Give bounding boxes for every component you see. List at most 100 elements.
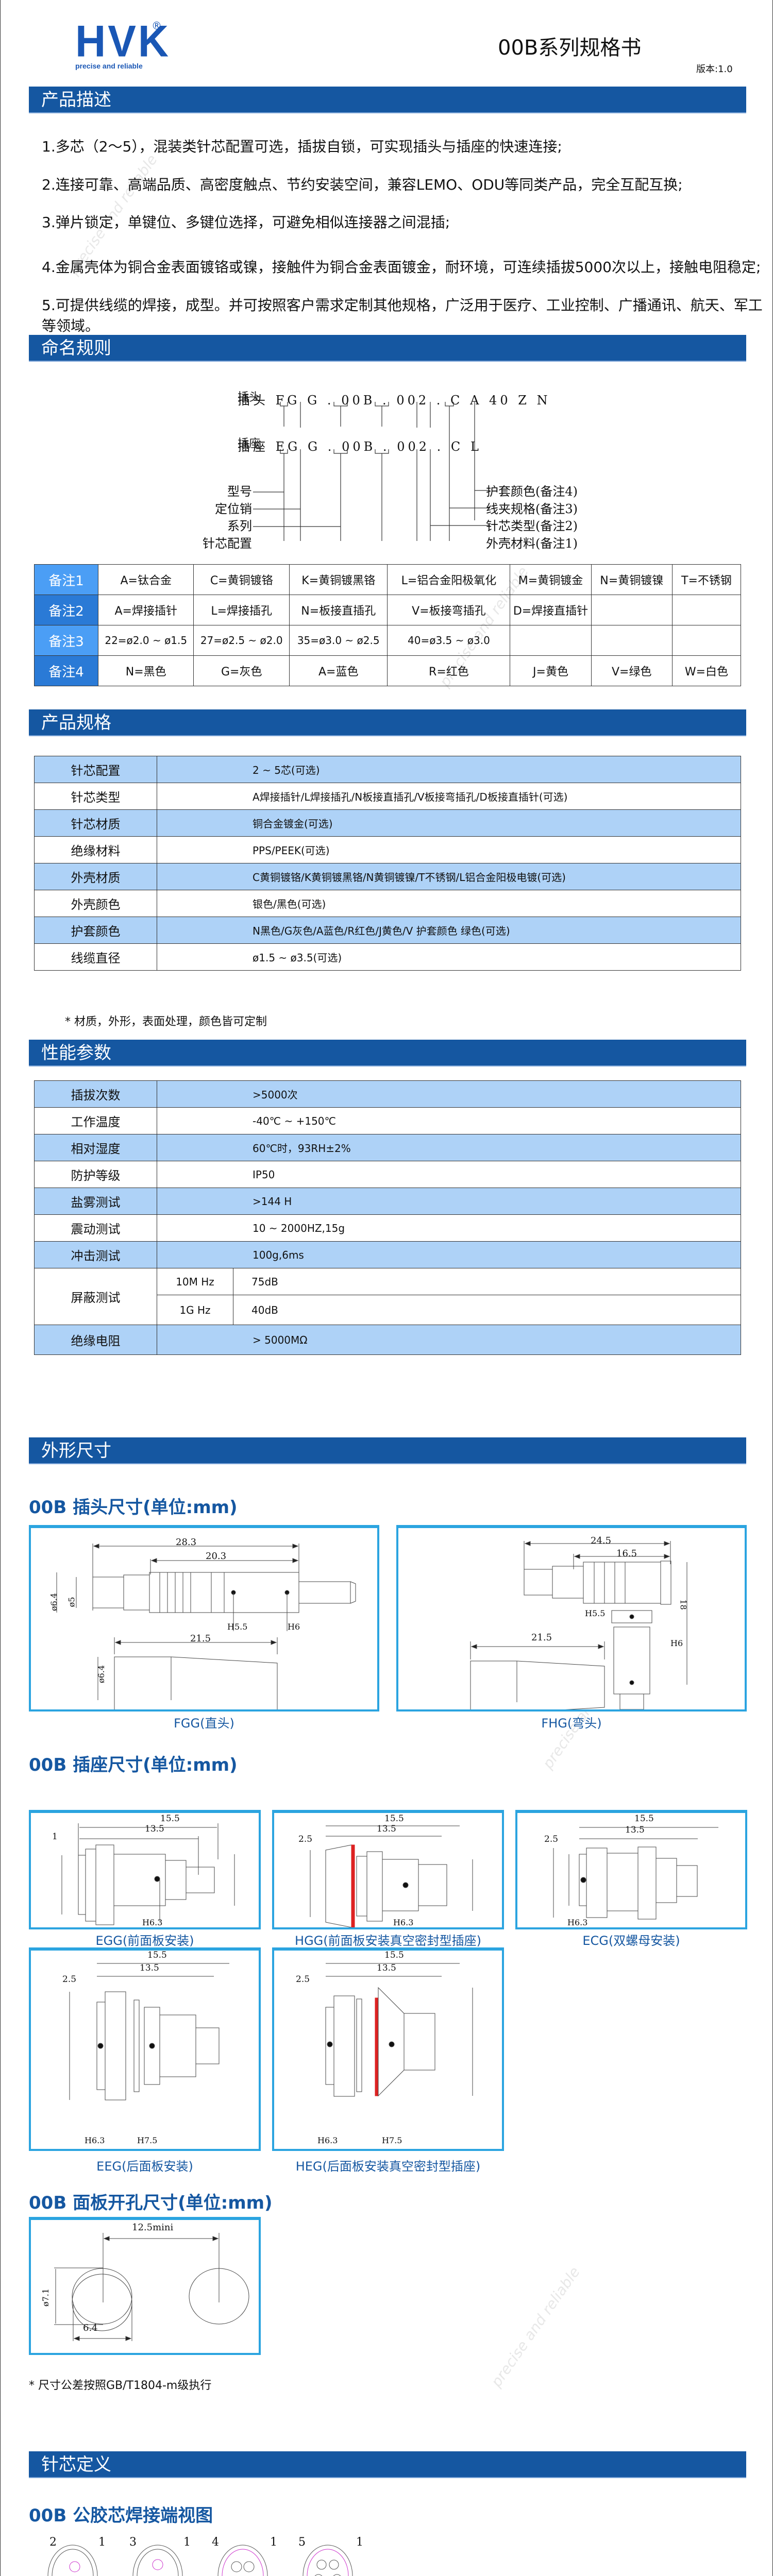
- spec-key: 针芯类型: [34, 783, 157, 810]
- notes-table: 备注1 A=钛合金 C=黄铜镀铬 K=黄铜镀黑铬 L=铝合金阳极氧化 M=黄铜镀…: [34, 564, 742, 686]
- fgg-dim-boot-d: ø6.4: [96, 1665, 107, 1684]
- fhg-dim-height: 18: [678, 1599, 688, 1610]
- heg-caption: HEG(后面板安装真空密封型插座): [295, 2159, 481, 2174]
- perf-key: 工作温度: [34, 1107, 157, 1134]
- perf-value: > 5000MΩ: [157, 1325, 741, 1355]
- perf-value: 60℃时，93RH±2%: [157, 1134, 741, 1161]
- note-cell: L=铝合金阳极氧化: [387, 564, 511, 595]
- eeg-dim-a: 15.5: [147, 1950, 167, 1960]
- pin-number: 3: [129, 2536, 137, 2549]
- description-line: 3.弹片锁定，单键位、多键位选择，可避免相似连接器之间混插;: [42, 214, 450, 231]
- spec-value: N黑色/G灰色/A蓝色/R红色/J黄色/V 护套颜色 绿色(可选): [157, 917, 741, 944]
- fhg-caption: FHG(弯头): [541, 1716, 602, 1731]
- egg-dim-b: 13.5: [145, 1824, 164, 1834]
- hgg-caption: HGG(前面板安装真空密封型插座): [295, 1934, 481, 1948]
- code-part: L: [470, 439, 482, 454]
- male-insert-heading: 00B 公胶芯焊接端视图: [29, 2505, 213, 2526]
- eeg-caption: EEG(后面板安装): [96, 2159, 193, 2174]
- tolerance-footnote: * 尺寸公差按照GB/T1804-m级执行: [29, 2379, 212, 2392]
- shield-value: 75dB: [233, 1268, 741, 1295]
- fhg-dim-h1: H5.5: [585, 1608, 606, 1618]
- note-cell: L=焊接插孔: [193, 595, 290, 625]
- code-part: .: [436, 439, 444, 454]
- perf-value: >5000次: [157, 1080, 741, 1108]
- perf-key: 屏蔽测试: [34, 1268, 157, 1325]
- code-part: .: [327, 393, 334, 408]
- eeg-dim-c: 2.5: [62, 1974, 77, 1985]
- plug-dimensions-heading: 00B 插头尺寸(单位:mm): [29, 1497, 238, 1518]
- note-cell: [591, 625, 673, 656]
- socket-label: 插座: [238, 437, 260, 450]
- ecg-dim-a: 15.5: [634, 1814, 654, 1824]
- code-part: 00B: [341, 393, 376, 408]
- shield-frequency: 10M Hz: [157, 1268, 233, 1295]
- description-line: 1.多芯（2～5），混装类针芯配置可选，插拔自锁，可实现插头与插座的快速连接;: [42, 138, 562, 155]
- code-part: 002: [397, 439, 430, 454]
- spec-key: 护套颜色: [34, 917, 157, 944]
- fgg-caption: FGG(直头): [174, 1716, 234, 1731]
- heg-dim-a: 15.5: [384, 1950, 404, 1960]
- note-cell: A=钛合金: [97, 564, 194, 595]
- fgg-dim-h1: H5.5: [227, 1622, 248, 1632]
- eeg-dim-h: H6.3: [85, 2136, 105, 2145]
- label-series: 系列: [227, 519, 252, 533]
- note-cell: W=白色: [671, 655, 742, 686]
- note-head: 备注1: [34, 564, 98, 595]
- fhg-dim-boot-len: 21.5: [531, 1632, 552, 1643]
- spec-value: C黄铜镀铬/K黄铜镀黑铬/N黄铜镀镍/T不锈钢/L铝合金阳极电镀(可选): [157, 863, 741, 890]
- note-cell: 27=ø2.5 ~ ø2.0: [193, 625, 290, 656]
- code-part: .: [382, 393, 390, 408]
- fhg-drawing: [396, 1525, 747, 1713]
- panel-dim-spacing: 12.5mini: [132, 2222, 174, 2233]
- note-cell: [510, 625, 592, 656]
- note-cell: K=黄铜镀黑铬: [289, 564, 388, 595]
- note-cell: N=板接直插孔: [289, 595, 388, 625]
- code-part: N: [536, 393, 551, 408]
- spec-key: 针芯材质: [34, 809, 157, 837]
- heg-dim-c: 2.5: [296, 1974, 310, 1985]
- section-performance: 性能参数: [29, 1040, 746, 1066]
- note-cell: 35=ø3.0 ~ ø2.5: [289, 625, 388, 656]
- perf-key: 盐雾测试: [34, 1188, 157, 1215]
- notes-row: 备注3 22=ø2.0 ~ ø1.5 27=ø2.5 ~ ø2.0 35=ø3.…: [34, 625, 742, 656]
- perf-value: 10 ~ 2000HZ,15g: [157, 1214, 741, 1242]
- notes-row: 备注4 N=黑色 G=灰色 A=蓝色 R=红色 J=黄色 V=绿色 W=白色: [34, 655, 742, 686]
- egg-caption: EGG(前面板安装): [95, 1934, 194, 1948]
- label-pin-config: 针芯配置: [203, 536, 252, 551]
- heg-dim-b: 13.5: [377, 1963, 396, 1973]
- note-cell: R=红色: [387, 655, 511, 686]
- perf-value: -40℃ ~ +150℃: [157, 1107, 741, 1134]
- label-pin-type: 针芯类型(备注2): [486, 519, 578, 533]
- code-part: FG: [275, 393, 300, 408]
- notes-row: 备注2 A=焊接插针 L=焊接插孔 N=板接直插孔 V=板接弯插孔 D=焊接直插…: [34, 595, 742, 625]
- egg-dim-a: 15.5: [160, 1814, 180, 1824]
- spec-value: ø1.5 ~ ø3.5(可选): [157, 943, 741, 971]
- panel-dim-width: 6.4: [83, 2323, 98, 2333]
- code-part: Z: [518, 393, 530, 408]
- plug-code: 插头 FG G . 00B . 002 . C A 40 Z N: [238, 390, 551, 408]
- perf-key: 冲击测试: [34, 1241, 157, 1268]
- spec-value: 银色/黑色(可选): [157, 890, 741, 917]
- logo-tagline: precise and reliable: [75, 62, 143, 70]
- fgg-dim-boot-len: 21.5: [190, 1633, 211, 1644]
- pin-number: 5: [298, 2536, 306, 2549]
- note-cell: 40=ø3.5 ~ ø3.0: [387, 625, 511, 656]
- fhg-dim-h2: H6: [670, 1638, 683, 1648]
- note-cell: [671, 625, 742, 656]
- hgg-dim-h: H6.3: [393, 1918, 414, 1927]
- pin-number: 2: [49, 2536, 57, 2549]
- code-part: C: [450, 439, 464, 454]
- fgg-dim-total: 28.3: [176, 1537, 197, 1548]
- spec-key: 绝缘材料: [34, 836, 157, 863]
- description-line: 5.可提供线缆的焊接，成型。并可按照客户需求定制其他规格，广泛用于医疗、工业控制…: [42, 297, 763, 334]
- note-cell: G=灰色: [193, 655, 290, 686]
- perf-key: 防护等级: [34, 1161, 157, 1188]
- perf-row: 绝缘电阻> 5000MΩ: [34, 1325, 741, 1355]
- fgg-dim-d1: ø6.4: [49, 1592, 59, 1612]
- note-cell: M=黄铜镀金: [510, 564, 592, 595]
- notes-row: 备注1 A=钛合金 C=黄铜镀铬 K=黄铜镀黑铬 L=铝合金阳极氧化 M=黄铜镀…: [34, 564, 742, 595]
